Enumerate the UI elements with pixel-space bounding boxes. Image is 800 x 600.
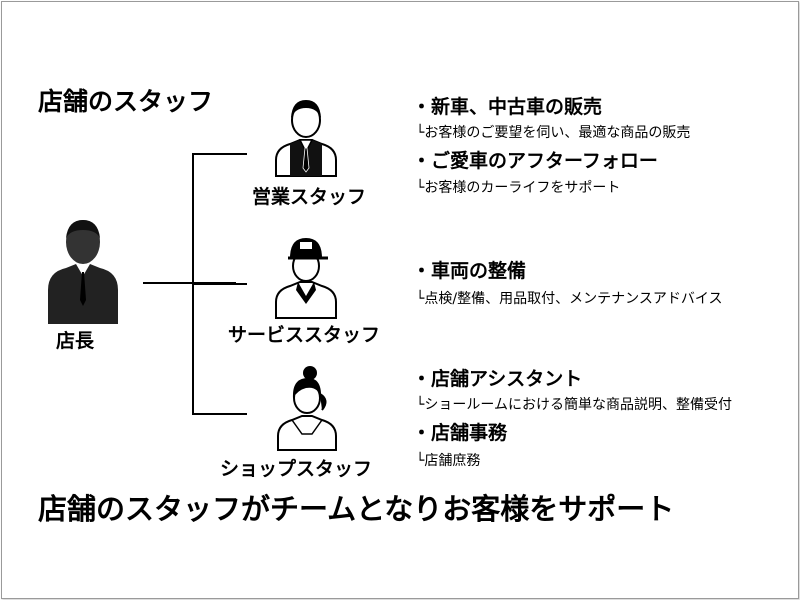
- sales-item-2-heading: ・ご愛車のアフターフォロー: [412, 150, 658, 172]
- sales-item-1-detail: └お客様のご要望を伺い、最適な商品の販売: [416, 125, 691, 141]
- connector-shop: [192, 413, 247, 415]
- shop-item-2-detail: └店舗庶務: [416, 453, 481, 469]
- shop-item-1-heading: ・店舗アシスタント: [412, 368, 583, 390]
- sales-staff-icon: [275, 100, 337, 177]
- manager-label: 店長: [56, 330, 95, 352]
- sales-item-1-heading: ・新車、中古車の販売: [412, 96, 603, 118]
- shop-staff-icon: [277, 366, 337, 451]
- connector-sales: [192, 153, 247, 155]
- service-item-1-heading: ・車両の整備: [412, 260, 527, 282]
- shop-item-1-detail: └ショールームにおける簡単な商品説明、整備受付: [416, 397, 733, 413]
- connector-service: [192, 283, 247, 285]
- connector-manager: [143, 282, 236, 284]
- footer-message: 店舗のスタッフがチームとなりお客様をサポート: [38, 492, 675, 526]
- sales-item-2-detail: └お客様のカーライフをサポート: [416, 180, 621, 196]
- shop-staff-label: ショップスタッフ: [220, 458, 373, 480]
- manager-silhouette-icon: [48, 220, 118, 324]
- service-item-1-detail: └点検/整備、用品取付、メンテナンスアドバイス: [416, 291, 723, 307]
- diagram-title: 店舗のスタッフ: [38, 87, 214, 116]
- service-staff-label: サービススタッフ: [228, 324, 381, 346]
- service-staff-icon: [275, 238, 337, 319]
- sales-staff-label: 営業スタッフ: [252, 186, 367, 208]
- shop-item-2-heading: ・店舗事務: [412, 422, 508, 444]
